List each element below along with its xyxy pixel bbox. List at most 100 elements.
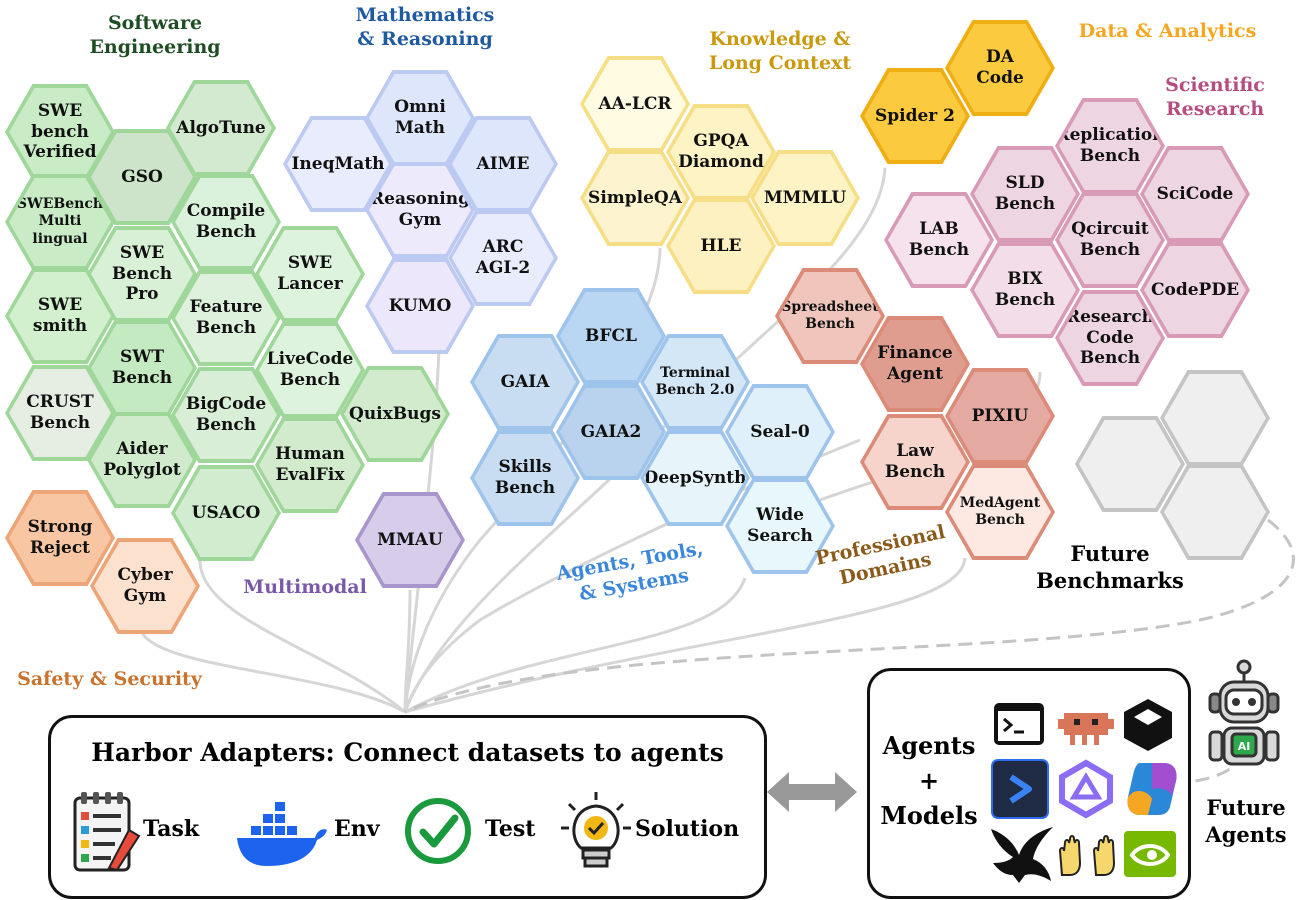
hex-label-qcircuit-bench: Qcircuit Bench (1059, 196, 1161, 284)
hex-label-swe-smith: SWE smith (9, 272, 111, 360)
hex-label-seal-0: Seal-0 (729, 388, 831, 476)
hex-gaia: GAIA (470, 334, 580, 430)
docker-whale-icon (237, 802, 327, 866)
hex-sld-bench: SLD Bench (970, 146, 1080, 242)
future-agents-label: Future Agents (1205, 795, 1287, 848)
hex-bigcode-bench: BigCode Bench (171, 367, 281, 463)
hex-kumo: KUMO (365, 258, 475, 354)
hands-icon (1058, 835, 1116, 876)
hex-usaco: USACO (171, 465, 281, 561)
checkmark-icon (405, 798, 471, 864)
hex-swe-smith: SWE smith (5, 268, 115, 364)
hex-reasoning-gym: Reasoning Gym (365, 162, 475, 258)
connector-curve (404, 577, 747, 714)
future-benchmark-hex-fill (1164, 374, 1266, 462)
hex-research-code-bench: Research Code Bench (1055, 290, 1165, 386)
hex-mmau: MMAU (355, 492, 465, 588)
hex-replication-bench: Replication Bench (1055, 98, 1165, 194)
harbor-title: Harbor Adapters: Connect datasets to age… (91, 738, 724, 767)
star-logo-icon (1059, 759, 1113, 819)
hex-qcircuit-bench: Qcircuit Bench (1055, 192, 1165, 288)
future-benchmark-hex (1075, 416, 1185, 512)
hex-label-bigcode-bench: BigCode Bench (175, 371, 277, 459)
hex-label-da-code: DA Code (949, 24, 1051, 112)
hex-label-lab-bench: LAB Bench (888, 196, 990, 284)
connector-curve (198, 559, 406, 714)
hex-label-gpqa-diamond: GPQA Diamond (670, 108, 772, 196)
category-label-data-analytics: Data & Analytics (1078, 20, 1257, 42)
hex-label-reasoning-gym: Reasoning Gym (369, 166, 471, 254)
hex-label-mmmlu: MMMLU (754, 154, 856, 242)
chevron-icon (991, 759, 1049, 819)
hex-human-evalfix: Human EvalFix (255, 417, 365, 513)
hex-skills-bench: Skills Bench (470, 430, 580, 526)
hex-label-ineqmath: IneqMath (287, 120, 389, 208)
hex-label-finance-agent: Finance Agent (864, 320, 966, 408)
agents-models-panel: Agents + Models (867, 668, 1191, 899)
nvidia-icon (1124, 831, 1176, 877)
future-benchmarks-label: Future Benchmarks (1036, 541, 1184, 594)
future-benchmark-hex (1160, 370, 1270, 466)
hex-label-aider-polyglot: Aider Polyglot (91, 416, 193, 504)
hex-label-gaia: GAIA (474, 338, 576, 426)
future-connector-dashed (404, 518, 1295, 714)
hex-label-livecode-bench: LiveCode Bench (259, 326, 361, 414)
bird-icon (991, 827, 1053, 883)
hex-simpleqa: SimpleQA (580, 150, 690, 246)
category-label-scientific-research: Scientific Research (1165, 74, 1265, 120)
hex-label-arc-agi-2: ARC AGI-2 (452, 214, 554, 302)
hex-label-spreadsheet-bench: Spreadsheet Bench (779, 272, 881, 360)
hex-label-mmau: MMAU (359, 496, 461, 584)
terminal-icon (994, 703, 1044, 745)
task-checklist-icon (73, 792, 141, 872)
hex-label-kumo: KUMO (369, 262, 471, 350)
hex-label-bix-bench: BIX Bench (974, 246, 1076, 334)
future-benchmark-hex-fill (1079, 420, 1181, 508)
hex-label-codepde: CodePDE (1144, 246, 1246, 334)
harbor-adapters-panel: Harbor Adapters: Connect datasets to age… (48, 715, 767, 899)
category-label-multimodal: Multimodal (243, 576, 367, 598)
hex-swe-lancer: SWE Lancer (255, 226, 365, 322)
hex-label-deepsynth: DeepSynth (644, 434, 746, 522)
hex-label-crust-bench: CRUST Bench (9, 369, 111, 457)
double-arrow-icon (767, 772, 857, 812)
category-label-knowledge-long-context: Knowledge & Long Context (708, 28, 852, 74)
harbor-item-env: Env (334, 816, 380, 842)
hex-label-strong-reject: Strong Reject (9, 494, 111, 582)
hex-label-spider-2: Spider 2 (864, 72, 966, 160)
hex-label-gso: GSO (91, 133, 193, 221)
connector-curve (404, 557, 967, 714)
hex-label-aa-lcr: AA-LCR (584, 60, 686, 148)
hex-label-terminal-bench-2-0: Terminal Bench 2.0 (644, 338, 746, 426)
cube-icon (1124, 699, 1172, 751)
hex-label-research-code-bench: Research Code Bench (1059, 294, 1161, 382)
hex-label-bfcl: BFCL (560, 292, 662, 380)
hex-label-compile-bench: Compile Bench (175, 178, 277, 266)
hex-label-hle: HLE (670, 202, 772, 290)
hex-label-human-evalfix: Human EvalFix (259, 421, 361, 509)
copilot-icon (1127, 763, 1177, 815)
hex-label-usaco: USACO (175, 469, 277, 557)
hex-aider-polyglot: Aider Polyglot (87, 412, 197, 508)
category-label-software-engineering: Software Engineering (89, 12, 221, 58)
category-label-mathematics-reasoning: Mathematics & Reasoning (355, 4, 495, 50)
hex-label-gaia2: GAIA2 (560, 388, 662, 476)
lightbulb-icon (561, 792, 631, 868)
hex-label-feature-bench: Feature Bench (175, 274, 277, 362)
harbor-item-task: Task (143, 816, 200, 842)
hex-livecode-bench: LiveCode Bench (255, 322, 365, 418)
hex-scicode: SciCode (1140, 146, 1250, 242)
hex-codepde: CodePDE (1140, 242, 1250, 338)
robot-icon: AI (1208, 659, 1280, 766)
hex-label-cyber-gym: Cyber Gym (94, 542, 196, 630)
harbor-item-test: Test (485, 816, 536, 842)
hex-label-sld-bench: SLD Bench (974, 150, 1076, 238)
connector-curve (138, 627, 406, 714)
hex-label-quixbugs: QuixBugs (344, 370, 446, 458)
future-benchmark-hex (1160, 464, 1270, 560)
hex-label-aime: AIME (452, 120, 554, 208)
hex-label-swe-lancer: SWE Lancer (259, 230, 361, 318)
hex-quixbugs: QuixBugs (340, 366, 450, 462)
hex-label-swebench-multi-lingual: SWEBench Multi lingual (9, 178, 111, 266)
